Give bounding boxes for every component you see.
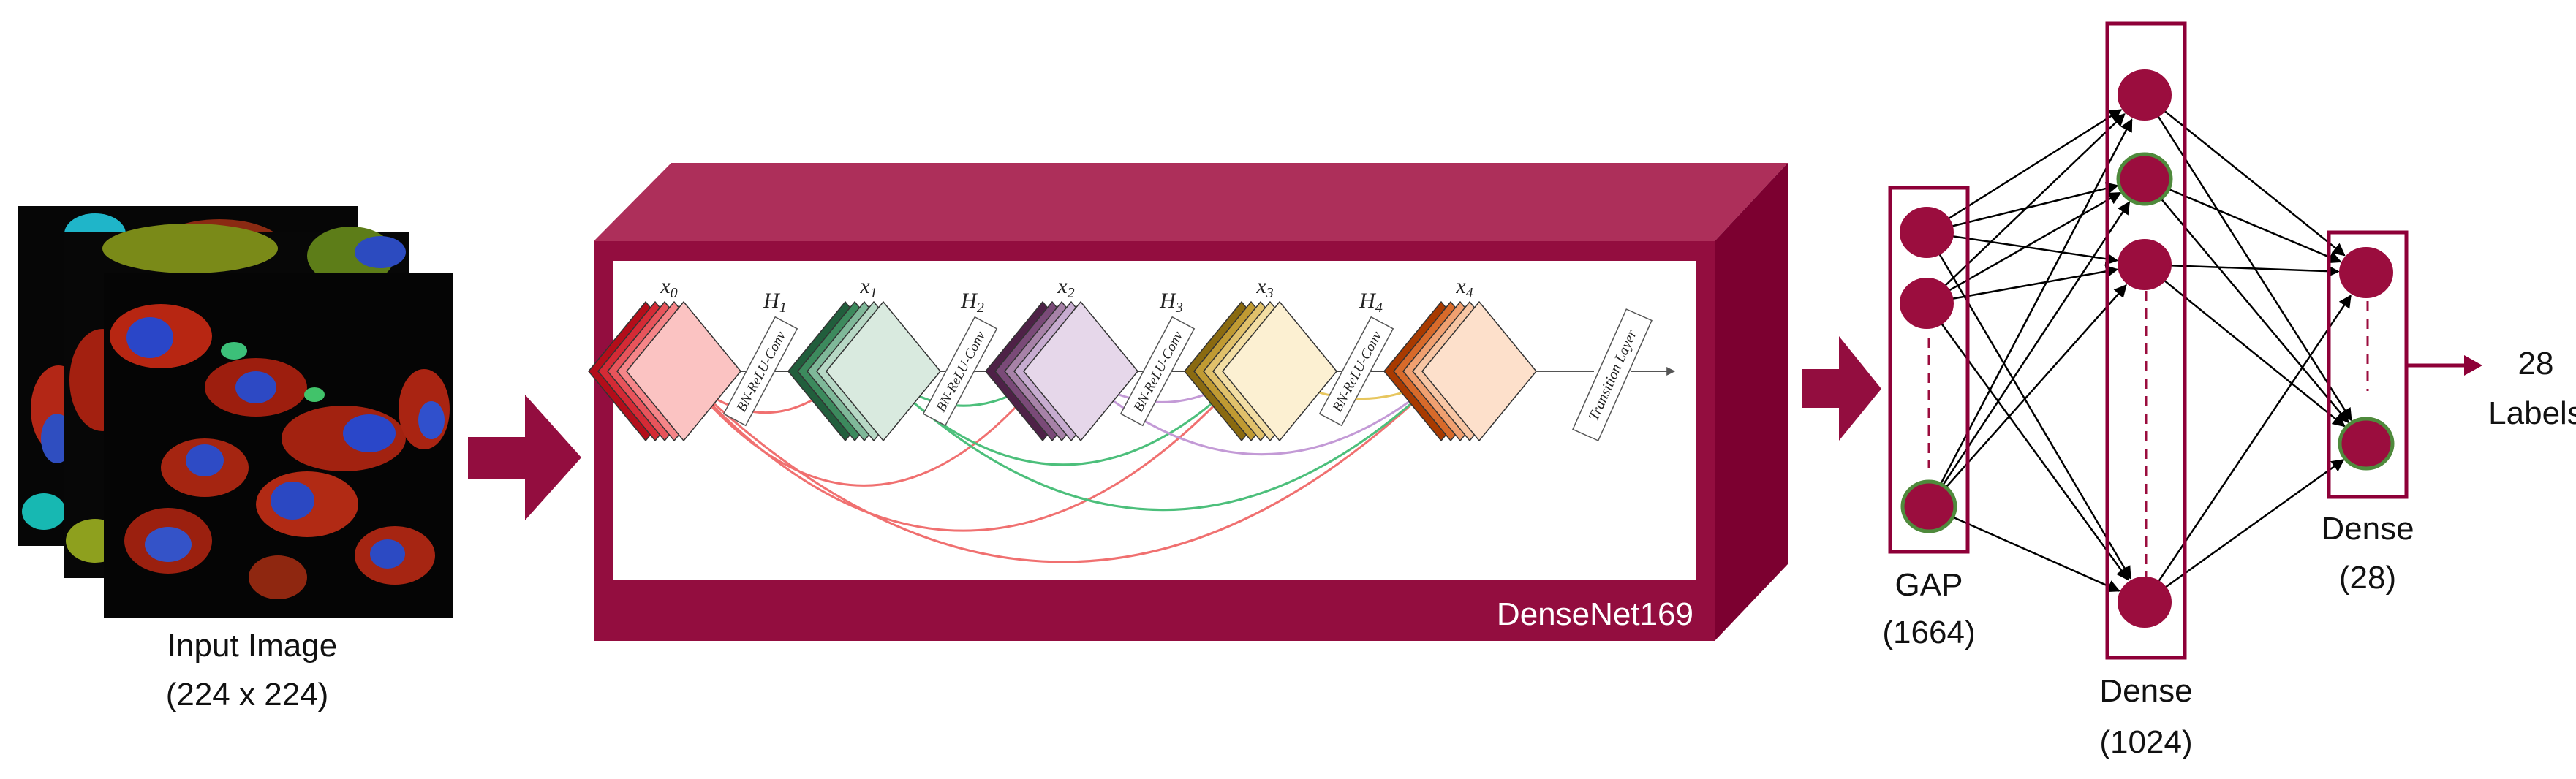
- dense-1024-label: Dense: [2099, 673, 2192, 709]
- edge-gap2-dense0: [1938, 118, 2133, 487]
- densenet-label: DenseNet169: [1497, 596, 1693, 632]
- densenet-inner-panel: [613, 261, 1696, 580]
- densenet-box-side-face: [1715, 163, 1788, 641]
- transition-layer-frame: [1572, 308, 1653, 441]
- edge-dense1-out1: [2158, 196, 2349, 424]
- edge-gap1-dense2: [1949, 265, 2119, 300]
- dense-block-3: [1184, 300, 1337, 442]
- dense-28-node: [2338, 417, 2395, 471]
- bn-relu-conv-frame: [1318, 316, 1394, 427]
- dense-block-diagram: x0BN-ReLU-Convx1H1BN-ReLU-Convx2H2BN-ReL…: [588, 274, 1676, 563]
- transform-label-h1: H1: [763, 289, 787, 316]
- output-arrow-head: [2464, 355, 2482, 376]
- gap-node: [1900, 278, 1954, 329]
- densenet-box: x0BN-ReLU-Convx1H1BN-ReLU-Convx2H2BN-ReL…: [588, 163, 1788, 641]
- dense-1024-node: [2118, 239, 2172, 290]
- dense-28-label: Dense: [2321, 511, 2414, 547]
- edge-dense3-out0: [2156, 294, 2352, 584]
- dense-1024-node: [2118, 69, 2172, 121]
- cell-image-front: [104, 273, 453, 618]
- edge-gap0-dense1: [1949, 182, 2119, 228]
- input-image-stack: Input Image (224 x 224): [18, 206, 453, 712]
- feature-label-x2: x2: [1057, 274, 1074, 301]
- edge-gap2-dense3: [1949, 514, 2120, 593]
- edge-gap0-dense2: [1949, 235, 2119, 265]
- gap-node: [1900, 207, 1954, 258]
- fc-connections: [1938, 109, 2352, 593]
- edge-gap2-dense2: [1944, 284, 2127, 490]
- output-labels-label: Labels: [2488, 395, 2576, 431]
- edge-gap1-dense1: [1946, 191, 2122, 293]
- fc-nodes: [1900, 69, 2395, 628]
- edge-dense1-out0: [2165, 187, 2342, 264]
- edge-gap0-dense3: [1938, 251, 2131, 580]
- dense-1024-layer-box: [2105, 21, 2187, 660]
- edge-dense0-out0: [2162, 109, 2346, 256]
- skip-connection-0-to-2: [682, 374, 1046, 487]
- edge-dense2-out0: [2167, 264, 2340, 278]
- bn-relu-conv-frame: [722, 316, 798, 427]
- dense-blocks: [588, 300, 1537, 442]
- dense-1024-size-label: (1024): [2099, 724, 2192, 760]
- gap-label: GAP: [1895, 567, 1963, 603]
- bn-relu-conv-frame: [1119, 316, 1196, 427]
- edge-dense3-out1: [2163, 459, 2345, 590]
- flow-arrow-backbone-to-gap: [1802, 336, 1881, 441]
- densenet-box-top-face: [594, 163, 1788, 241]
- flow-arrow-input-to-backbone: [468, 395, 581, 520]
- dense-28-node: [2339, 247, 2393, 298]
- gap-size-label: (1664): [1882, 615, 1975, 650]
- dense-1024-node: [2118, 577, 2172, 628]
- dense-block-1: [787, 300, 941, 442]
- dense-block-0: [588, 300, 741, 442]
- dense-1024-node: [2116, 152, 2173, 206]
- skip-connection-0-to-3: [682, 373, 1244, 532]
- edge-gap1-dense0: [1943, 113, 2126, 288]
- output-count-label: 28: [2518, 346, 2554, 381]
- gap-layer-box: [1888, 186, 1970, 554]
- edge-gap1-dense3: [1939, 322, 2129, 581]
- gap-node: [1900, 479, 1957, 533]
- edge-dense0-out1: [2156, 114, 2352, 422]
- dense-28-size-label: (28): [2339, 560, 2396, 596]
- skip-connection-1-to-4: [882, 373, 1444, 512]
- bn-relu-conv-frame: [922, 316, 998, 427]
- dense-block-4: [1383, 300, 1537, 442]
- input-image-label: Input Image: [167, 628, 337, 664]
- edge-gap2-dense1: [1941, 201, 2131, 487]
- input-image-size-label: (224 x 224): [166, 677, 329, 712]
- edge-gap0-dense0: [1946, 109, 2123, 221]
- edge-dense2-out1: [2162, 278, 2346, 428]
- dense-block-2: [985, 300, 1138, 442]
- skip-connection-0-to-4: [682, 373, 1444, 563]
- feature-label-x1: x1: [859, 274, 877, 301]
